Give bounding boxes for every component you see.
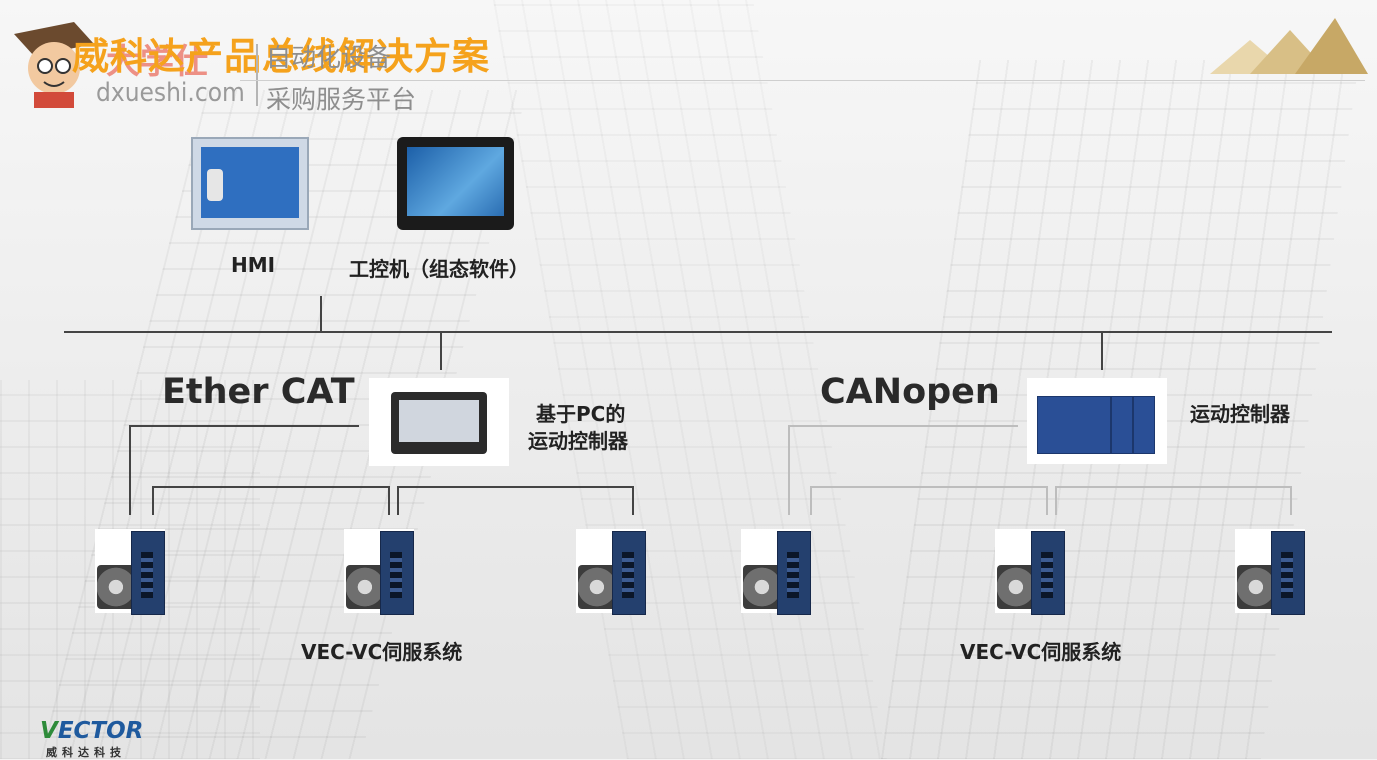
main-bus-line	[64, 331, 1332, 333]
page-title: 威科达产品总线解决方案	[72, 35, 490, 78]
ethercat-link-1-b	[388, 486, 390, 515]
ethercat-link-1	[152, 486, 390, 488]
motion-controller-label: 运动控制器	[1190, 402, 1290, 426]
canopen-link-2-b	[1290, 486, 1292, 515]
vector-logo-subtitle: 威科达科技	[46, 746, 126, 759]
ethercat-chain-top	[129, 425, 359, 427]
ethercat-drop-line	[440, 332, 442, 370]
ethercat-servo-1-image	[95, 529, 165, 615]
watermark-tagline-2: 采购服务平台	[266, 85, 417, 114]
watermark-divider	[256, 44, 258, 106]
ethercat-link-1-a	[152, 486, 154, 515]
hmi-panel-image	[191, 137, 309, 230]
ethercat-chain-left	[129, 425, 131, 515]
ethercat-servo-group-label: VEC-VC伺服系统	[301, 640, 463, 664]
canopen-servo-1-image	[741, 529, 811, 615]
canopen-link-2	[1055, 486, 1292, 488]
canopen-servo-3-image	[1235, 529, 1305, 615]
pc-motion-controller-image	[369, 378, 509, 466]
canopen-link-1-b	[1046, 486, 1048, 515]
ethercat-link-2	[397, 486, 634, 488]
canopen-drop-line	[1101, 332, 1103, 370]
canopen-servo-2-image	[995, 529, 1065, 615]
canopen-chain-top	[788, 425, 1018, 427]
watermark-brand-cn: 大学仕	[106, 42, 208, 82]
canopen-link-1	[810, 486, 1048, 488]
canopen-chain-left	[788, 425, 790, 515]
vector-logo-rest: ECTOR	[57, 718, 144, 744]
canopen-link-1-a	[810, 486, 812, 515]
industrial-pc-label: 工控机（组态软件）	[349, 257, 529, 281]
pc-controller-label-line1: 基于PC的	[536, 402, 626, 426]
hmi-label: HMI	[231, 253, 276, 277]
watermark-tagline-1: 自动化设备	[266, 43, 392, 72]
canopen-link-2-a	[1055, 486, 1057, 515]
ethercat-servo-3-image	[576, 529, 646, 615]
mountain-decoration-icon	[1210, 18, 1370, 78]
vector-logo: VECTOR	[40, 718, 143, 744]
pc-controller-label-line2: 运动控制器	[528, 429, 628, 453]
hmi-bus-connector	[320, 296, 322, 332]
mascot-logo	[4, 14, 102, 110]
header-rule	[240, 80, 1365, 81]
canopen-servo-group-label: VEC-VC伺服系统	[960, 640, 1122, 664]
watermark-url: dxueshi.com	[96, 78, 245, 108]
ethercat-link-2-b	[632, 486, 634, 515]
vector-logo-initial: V	[40, 718, 58, 744]
ethercat-link-2-a	[397, 486, 399, 515]
ethercat-servo-2-image	[344, 529, 414, 615]
canopen-protocol-label: CANopen	[820, 372, 1000, 412]
motion-controller-image	[1027, 378, 1167, 464]
industrial-pc-image	[397, 137, 514, 230]
ethercat-protocol-label: Ether CAT	[162, 372, 355, 412]
